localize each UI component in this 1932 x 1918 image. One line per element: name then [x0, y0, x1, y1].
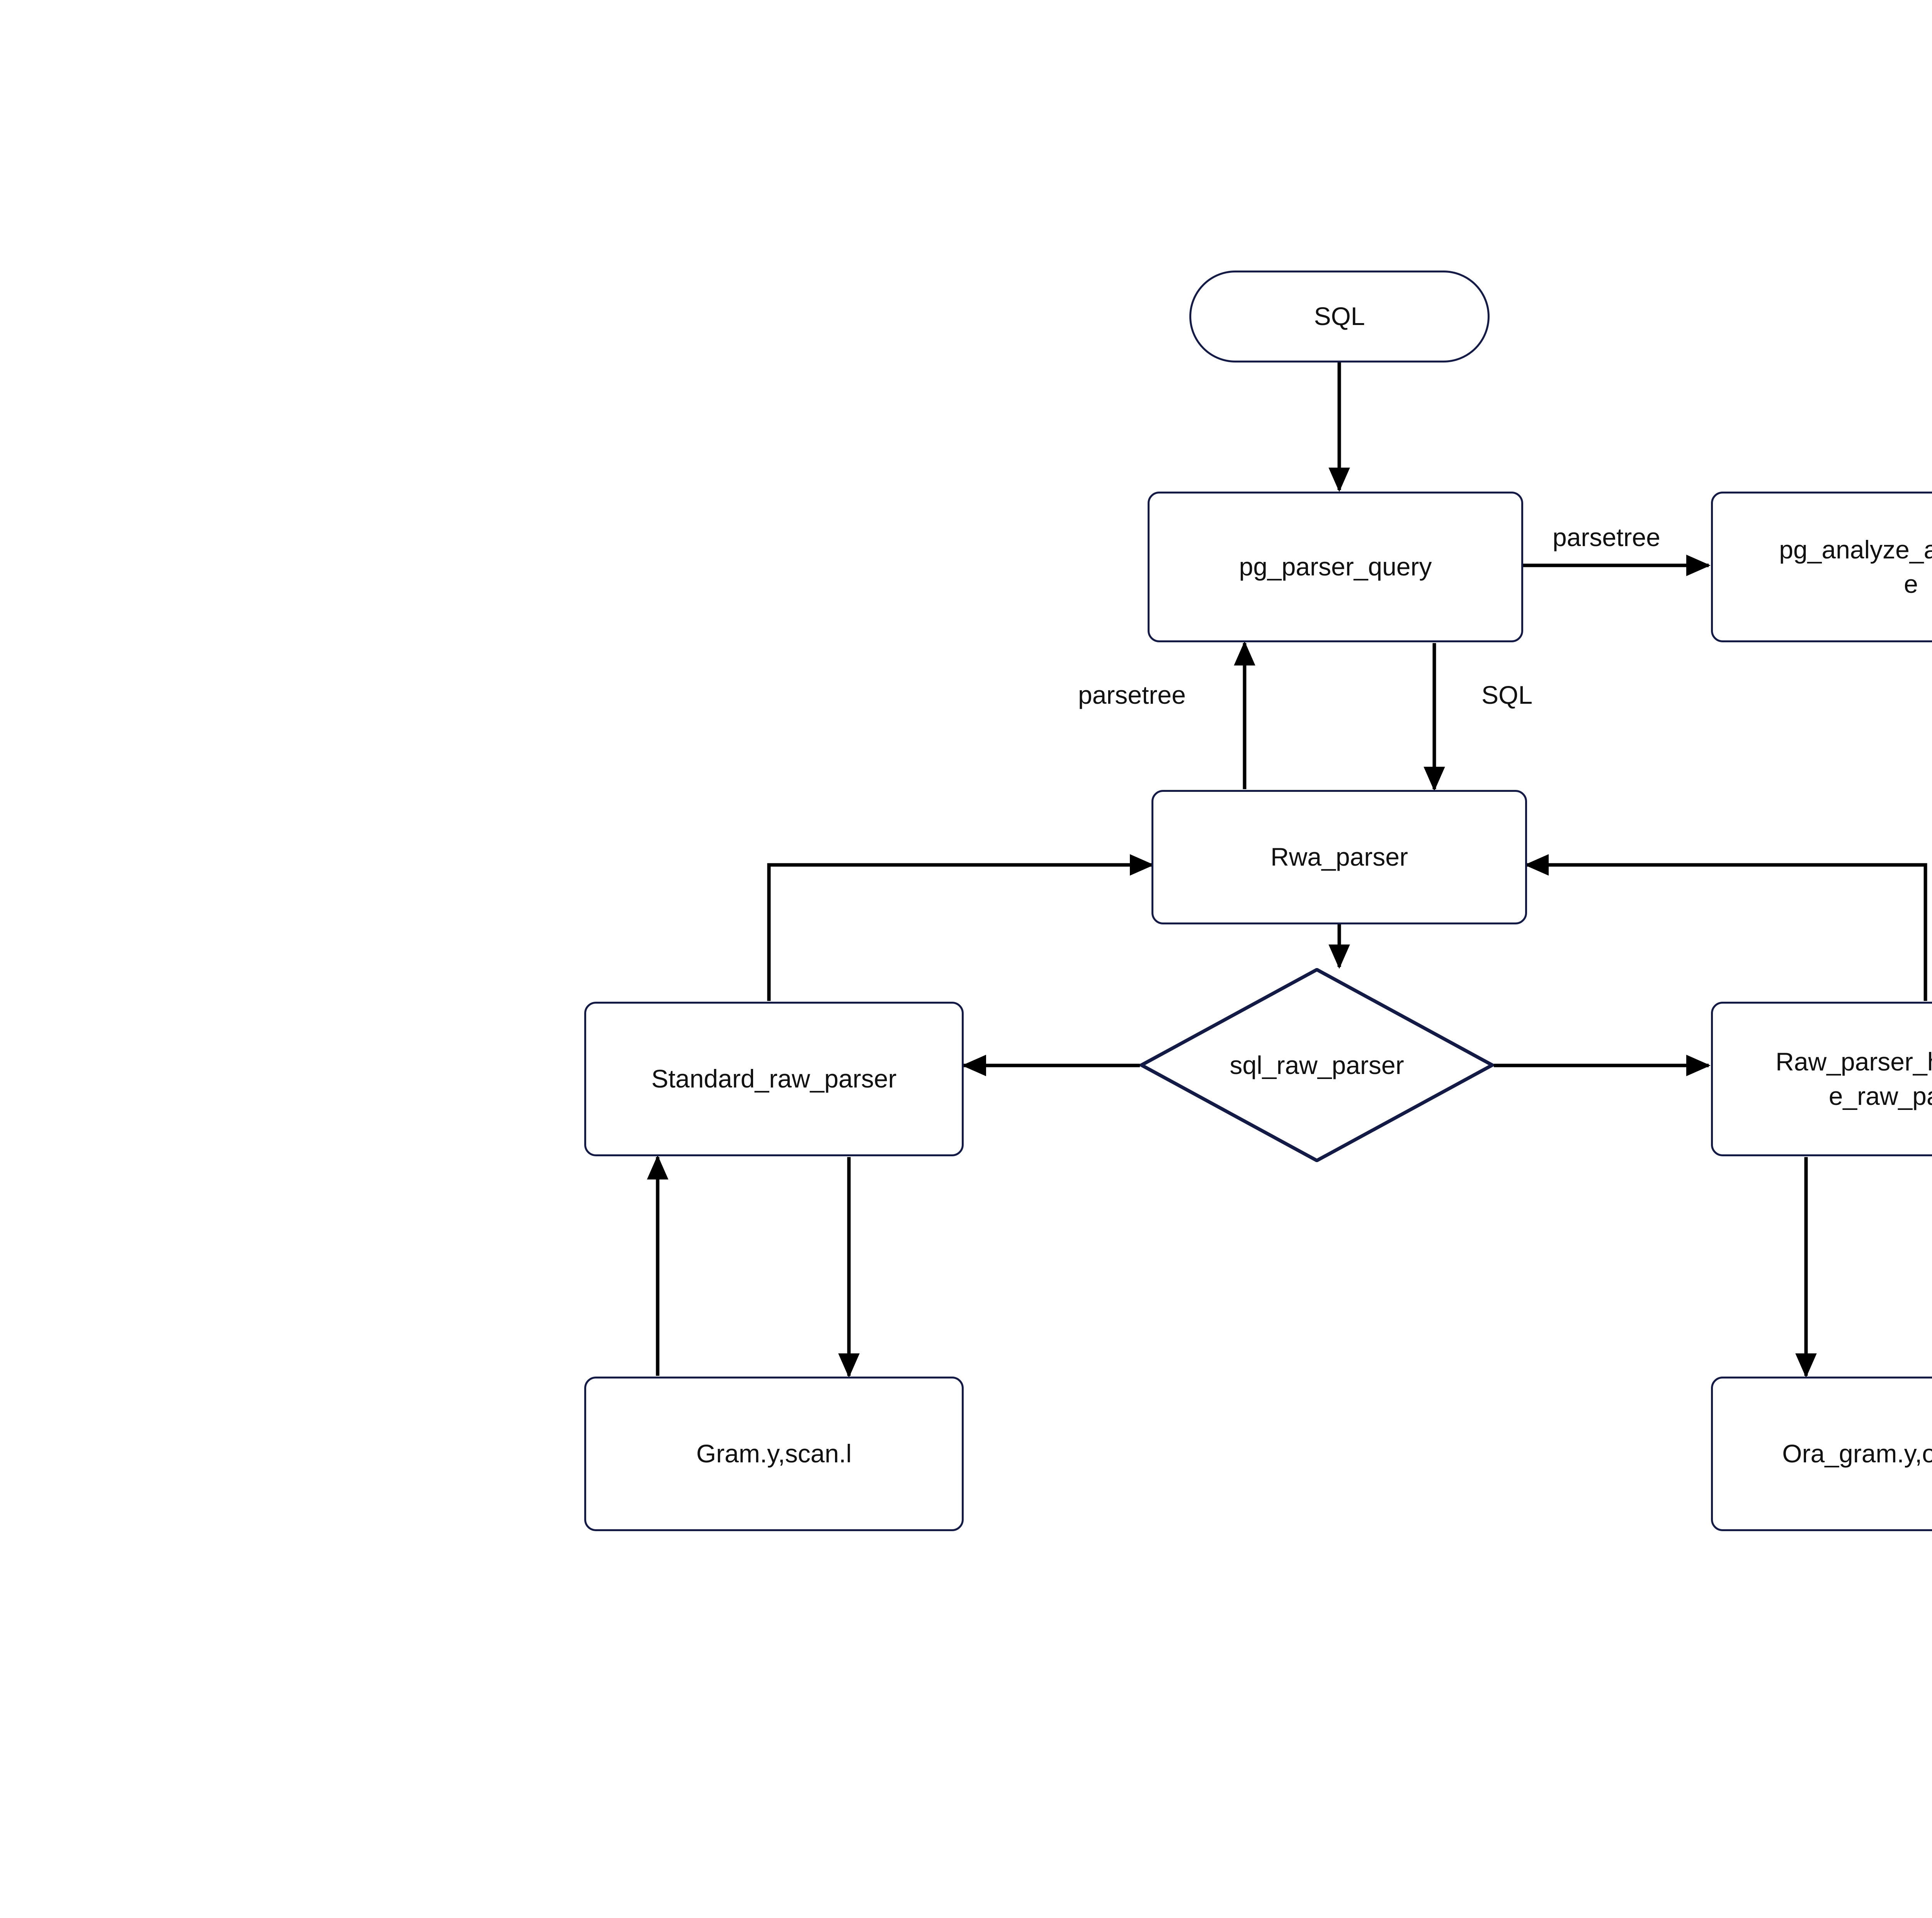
node-sql-raw-parser[interactable]: sql_raw_parser	[1140, 968, 1494, 1162]
node-ora-gram-scan-label: Ora_gram.y,ora_scan.l	[1782, 1439, 1932, 1468]
node-sql-label: SQL	[1314, 302, 1365, 331]
diamond-shape	[1140, 968, 1494, 1162]
node-raw-parser-hook-label: Raw_parser_hook(oracl e_raw_parser)	[1776, 1047, 1932, 1110]
node-ora-gram-scan[interactable]: Ora_gram.y,ora_scan.l	[1711, 1377, 1932, 1531]
node-standard-raw-parser[interactable]: Standard_raw_parser	[584, 1002, 964, 1156]
edge-raw-parser-hook-to-rwa-parser	[1524, 854, 1927, 1001]
edge-standard-raw-parser-to-rwa-parser	[767, 854, 1155, 1001]
node-raw-parser-hook[interactable]: Raw_parser_hook(oracl e_raw_parser)	[1711, 1002, 1932, 1156]
node-gram-scan[interactable]: Gram.y,scan.l	[584, 1377, 964, 1531]
node-pg-parser-query[interactable]: pg_parser_query	[1148, 492, 1523, 642]
node-pg-parser-query-label: pg_parser_query	[1239, 552, 1432, 581]
edge-label-sql-down: SQL	[1478, 680, 1536, 710]
node-gram-scan-label: Gram.y,scan.l	[696, 1439, 852, 1468]
node-rwa-parser-label: Rwa_parser	[1270, 842, 1408, 871]
node-sql-raw-parser-label: sql_raw_parser	[1230, 1051, 1404, 1079]
node-pg-analyze-and-rewrite-label: pg_analyze_and_rewrit e	[1779, 535, 1932, 598]
node-standard-raw-parser-label: Standard_raw_parser	[651, 1064, 897, 1093]
node-pg-analyze-and-rewrite[interactable]: pg_analyze_and_rewrit e	[1711, 492, 1932, 642]
node-rwa-parser[interactable]: Rwa_parser	[1151, 790, 1527, 924]
edge-label-parsetree-up: parsetree	[1075, 680, 1189, 710]
edge-label-parsetree-to-analyze: parsetree	[1549, 522, 1663, 552]
node-sql[interactable]: SQL	[1189, 271, 1490, 362]
